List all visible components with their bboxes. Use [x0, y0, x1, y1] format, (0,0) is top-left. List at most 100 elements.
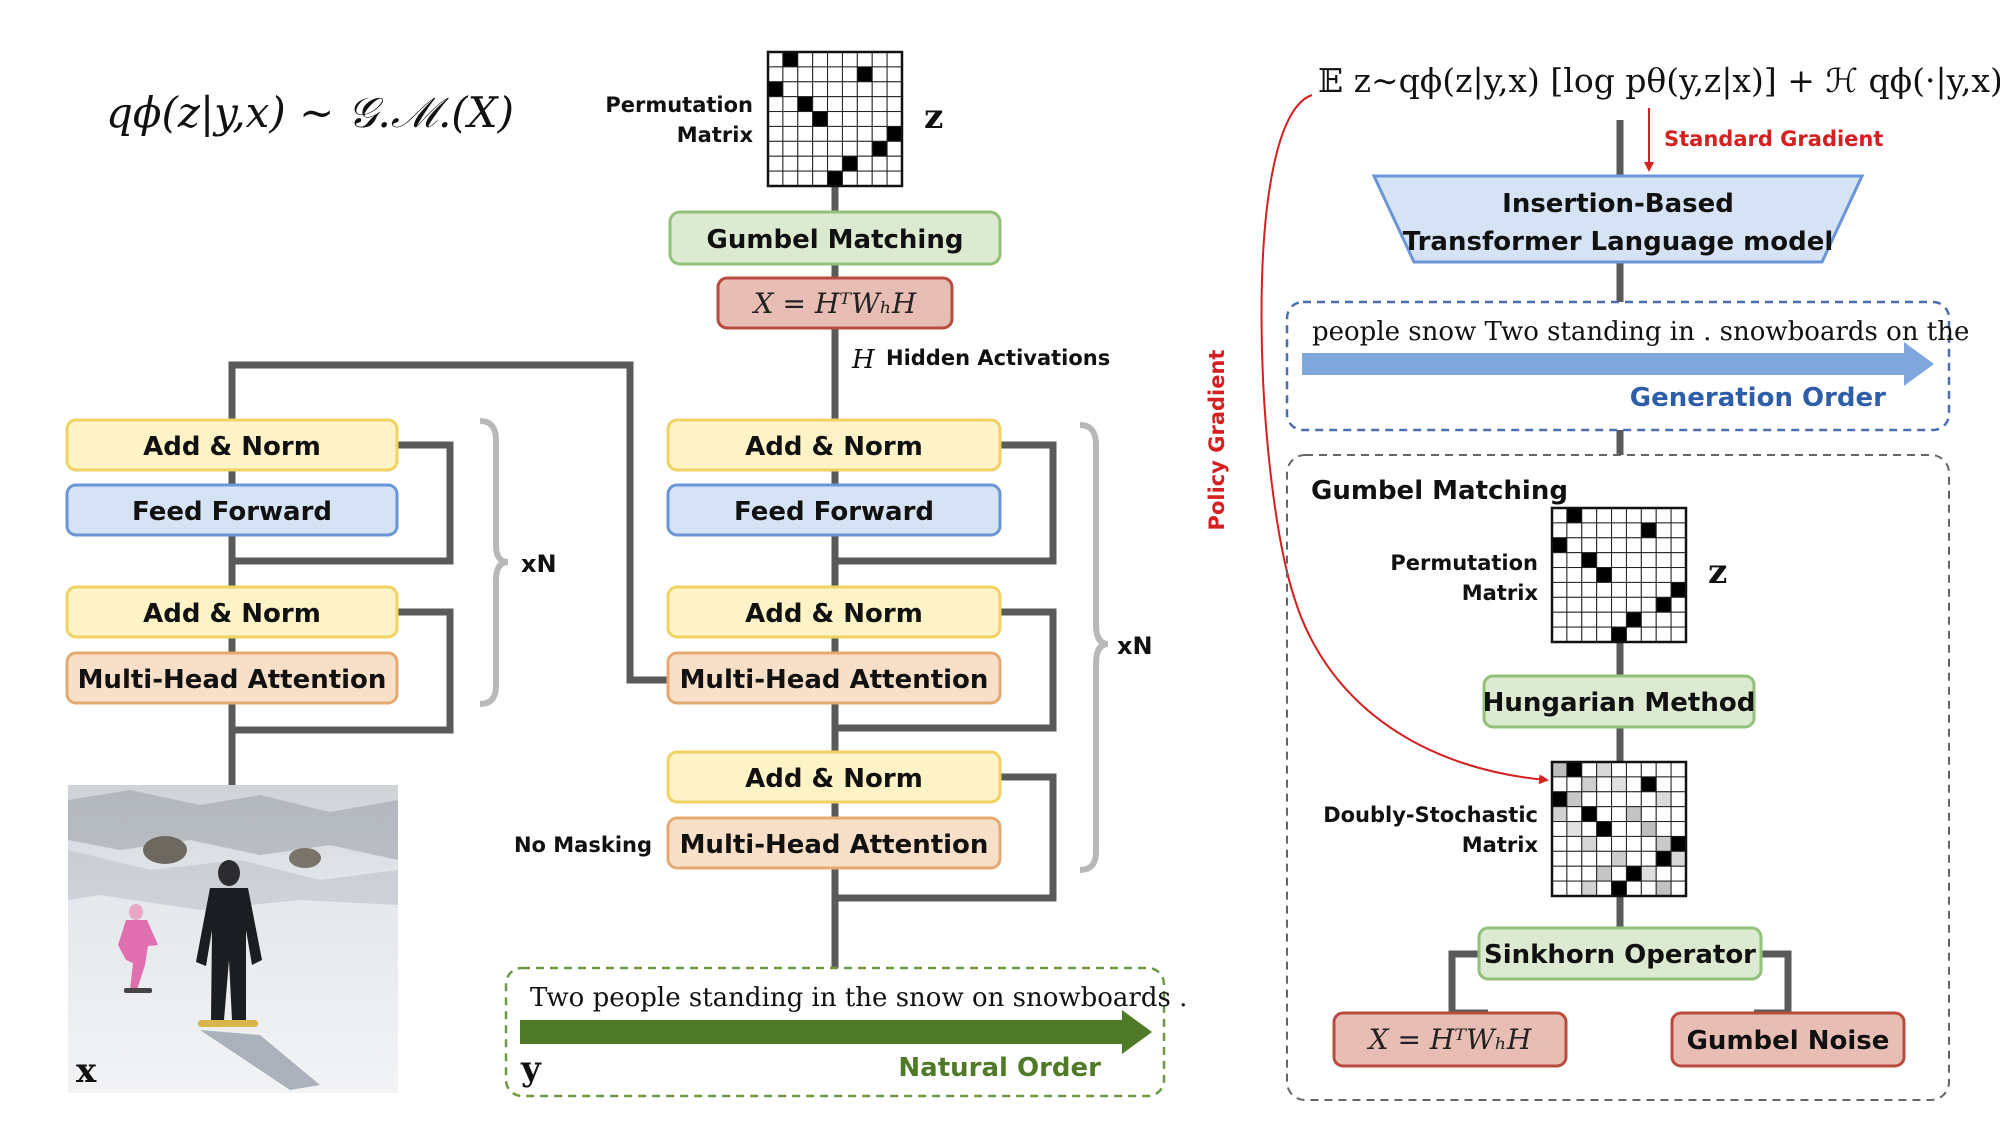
matrix-cell: [1581, 596, 1598, 613]
matrix-cell: [856, 170, 873, 187]
matrix-cell: [827, 170, 843, 187]
matrix-cell: [1625, 611, 1642, 628]
matrix-cell: [1640, 507, 1657, 524]
doubly-label-1: Doubly-Stochastic: [1323, 803, 1538, 827]
matrix-cell: [812, 140, 829, 157]
matrix-cell: [1566, 835, 1583, 852]
matrix-cell: [1581, 806, 1598, 823]
matrix-cell: [1611, 806, 1627, 823]
decoder-feed-forward: Feed Forward: [734, 497, 934, 527]
matrix-border: [1550, 506, 1688, 644]
permutation-matrix-right: [1550, 506, 1688, 644]
matrix-cell: [841, 81, 858, 98]
matrix-cell: [1640, 611, 1657, 628]
matrix-cell: [1670, 522, 1687, 539]
matrix-cell: [1625, 865, 1642, 882]
matrix-cell: [1670, 821, 1687, 837]
xh-formula-box-right: X = HᵀWₕH: [1332, 1011, 1568, 1068]
generation-order-label: Generation Order: [1630, 383, 1886, 413]
matrix-cell: [1566, 850, 1583, 867]
matrix-cell: [1611, 581, 1627, 598]
matrix-cell: [1670, 626, 1687, 643]
matrix-cell: [1581, 611, 1598, 628]
matrix-cell: [812, 125, 829, 142]
matrix-cell: [1566, 626, 1583, 643]
matrix-cell: [1551, 626, 1568, 643]
matrix-cell: [1611, 522, 1627, 539]
matrix-cell: [767, 170, 784, 187]
matrix-cell: [1581, 522, 1598, 539]
standard-gradient-label: Standard Gradient: [1664, 127, 1883, 151]
matrix-cell: [797, 155, 814, 172]
matrix-cell: [797, 170, 814, 187]
matrix-cell: [1625, 567, 1642, 583]
matrix-cell: [1551, 850, 1568, 867]
matrix-cell: [1640, 821, 1657, 837]
matrix-cell: [856, 81, 873, 98]
matrix-cell: [797, 140, 814, 157]
repeat-brackets: [479, 418, 1109, 873]
matrix-cell: [1655, 776, 1672, 793]
matrix-cell: [1625, 581, 1642, 598]
matrix-cell: [1581, 581, 1598, 598]
matrix-cell: [1596, 507, 1613, 524]
matrix-cell: [1596, 581, 1613, 598]
matrix-cell: [856, 51, 873, 68]
matrix-cell: [1596, 522, 1613, 539]
matrix-cell: [1670, 552, 1687, 569]
matrix-cell: [1581, 865, 1598, 882]
matrix-cell: [1551, 552, 1568, 569]
matrix-cell: [767, 96, 784, 113]
xh-formula-center: X = HᵀWₕH: [752, 287, 917, 320]
matrix-cell: [856, 96, 873, 113]
matrix-cell: [871, 96, 888, 113]
matrix-cell: [1625, 537, 1642, 554]
matrix-cell: [767, 111, 784, 127]
matrix-cell: [767, 66, 784, 83]
matrix-cell: [1670, 850, 1687, 867]
matrix-cell: [1611, 611, 1627, 628]
matrix-cell: [767, 51, 784, 68]
matrix-border: [1550, 760, 1688, 898]
matrix-cell: [1640, 791, 1657, 808]
encoder-add-norm-2: Add & Norm: [143, 599, 321, 629]
matrix-cell: [1640, 865, 1657, 882]
sinkhorn-operator-label: Sinkhorn Operator: [1484, 940, 1756, 970]
matrix-cell: [1655, 821, 1672, 837]
matrix-cell: [1655, 552, 1672, 569]
matrix-cell: [1640, 806, 1657, 823]
matrix-cell: [1566, 537, 1583, 554]
matrix-cell: [1655, 865, 1672, 882]
matrix-cell: [1581, 567, 1598, 583]
generation-order-arrow: [1302, 342, 1934, 386]
matrix-cell: [1551, 507, 1568, 524]
encoder-stack: Add & Norm Feed Forward Add & Norm Multi…: [65, 418, 399, 705]
xh-formula-box-center: X = HᵀWₕH: [716, 276, 954, 330]
matrix-cell: [797, 125, 814, 142]
matrix-cell: [1670, 567, 1687, 583]
matrix-cell: [1551, 806, 1568, 823]
matrix-cell: [1611, 880, 1627, 897]
xh-formula-right: X = HᵀWₕH: [1367, 1023, 1532, 1056]
xn-label-left: xN: [521, 550, 557, 578]
matrix-cell: [1596, 552, 1613, 569]
matrix-cell: [841, 111, 858, 127]
matrix-cell: [886, 96, 903, 113]
permutation-label-top-1: Permutation: [605, 93, 753, 117]
matrix-cell: [1655, 567, 1672, 583]
matrix-cell: [841, 66, 858, 83]
matrix-cell: [886, 140, 903, 157]
matrix-cell: [767, 81, 784, 98]
natural-order-label: Natural Order: [898, 1053, 1101, 1083]
doubly-stochastic-matrix: [1550, 760, 1688, 898]
gumbel-matching-panel: Gumbel Matching: [1286, 454, 1950, 1101]
matrix-cell: [1566, 507, 1583, 524]
matrix-cell: [1670, 596, 1687, 613]
matrix-cell: [1566, 761, 1583, 778]
generation-order-panel: people snow Two standing in . snowboards…: [1285, 300, 1969, 432]
matrix-cell: [812, 155, 829, 172]
gumbel-noise-label: Gumbel Noise: [1687, 1026, 1890, 1056]
matrix-cell: [841, 140, 858, 157]
matrix-cell: [1596, 806, 1613, 823]
generation-sentence: people snow Two standing in . snowboards…: [1312, 317, 1969, 347]
